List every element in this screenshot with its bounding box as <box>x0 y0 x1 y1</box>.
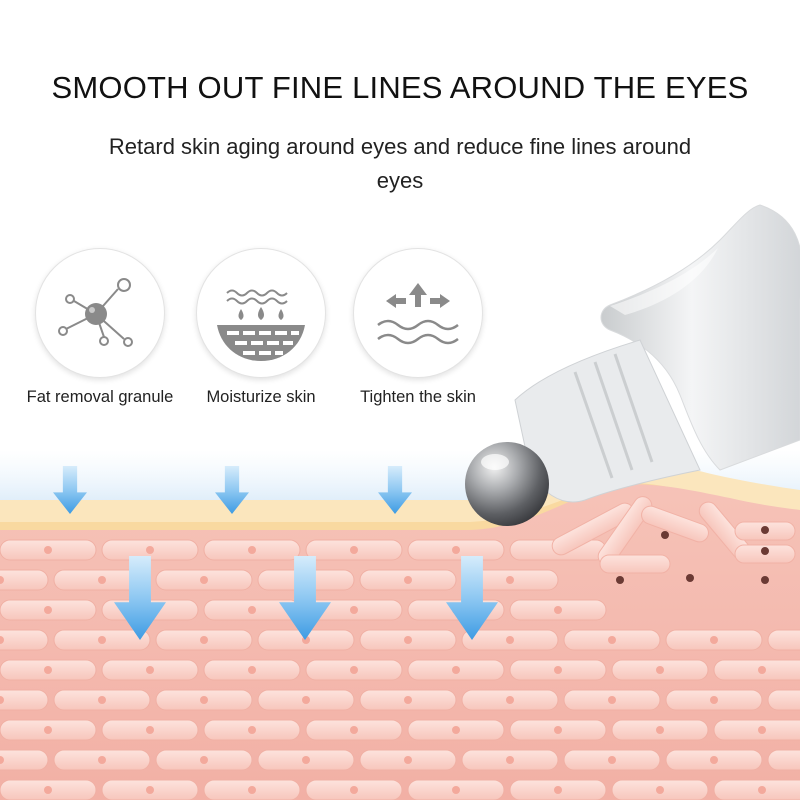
down-arrow-icon <box>279 556 331 640</box>
skin-cell <box>0 749 49 771</box>
skin-cell <box>713 779 800 800</box>
cell-nucleus <box>506 756 514 764</box>
cell-nucleus <box>146 786 154 794</box>
skin-cells <box>0 539 800 800</box>
compressed-cells <box>551 496 796 574</box>
page-subtitle: Retard skin aging around eyes and reduce… <box>108 134 692 193</box>
feature-circle <box>353 248 483 378</box>
cell-nucleus <box>608 636 616 644</box>
cell-nucleus <box>44 726 52 734</box>
feature-label: Moisturize skin <box>206 388 316 406</box>
cell-nucleus <box>608 696 616 704</box>
feature-circle <box>35 248 165 378</box>
roller-bottle <box>465 204 800 526</box>
cell-nucleus <box>404 576 412 584</box>
skin-cell <box>713 719 800 741</box>
cell-nucleus <box>98 696 106 704</box>
down-arrow-icon <box>446 556 498 640</box>
cell-nucleus <box>656 726 664 734</box>
cell-nucleus <box>248 666 256 674</box>
cell-nucleus <box>452 786 460 794</box>
water-drops-icon <box>217 289 305 361</box>
cell-nucleus <box>710 696 718 704</box>
cell-nucleus <box>506 636 514 644</box>
cell-nucleus <box>350 546 358 554</box>
down-arrow-icon <box>215 466 249 514</box>
cell-nucleus <box>98 756 106 764</box>
cell-nucleus <box>146 726 154 734</box>
cell-nucleus <box>350 666 358 674</box>
cell-nucleus <box>302 756 310 764</box>
cell-nucleus <box>554 666 562 674</box>
feature-moisturize: Moisturize skin <box>176 248 346 407</box>
cell-nucleus <box>248 546 256 554</box>
feature-label: Fat removal granule <box>26 388 174 406</box>
down-arrow-icon <box>114 556 166 640</box>
cell-nucleus <box>302 696 310 704</box>
skin-cell <box>0 689 49 711</box>
cell-nucleus <box>350 606 358 614</box>
cell-nucleus <box>248 606 256 614</box>
cell-nucleus <box>608 756 616 764</box>
cell-nucleus <box>554 786 562 794</box>
cell-nucleus <box>44 546 52 554</box>
roller-ball <box>465 442 549 526</box>
skin-cell <box>767 749 800 771</box>
cell-nucleus <box>452 666 460 674</box>
cell-nucleus <box>146 546 154 554</box>
feature-fat-removal: Fat removal granule <box>15 248 185 407</box>
cell-nucleus <box>554 726 562 734</box>
cell-nucleus <box>98 576 106 584</box>
cell-nucleus <box>452 546 460 554</box>
cell-nucleus <box>146 666 154 674</box>
cell-nucleus <box>710 636 718 644</box>
cell-nucleus <box>656 666 664 674</box>
feature-circle <box>196 248 326 378</box>
arrows <box>53 466 498 640</box>
skin-cell <box>767 689 800 711</box>
cell-nucleus <box>200 696 208 704</box>
cell-nucleus <box>656 786 664 794</box>
cell-nucleus <box>452 726 460 734</box>
skin-cell <box>713 659 800 681</box>
cell-nucleus <box>758 666 766 674</box>
cell-nucleus <box>0 576 4 584</box>
cell-nucleus <box>350 786 358 794</box>
cell-nucleus <box>350 726 358 734</box>
page-title: SMOOTH OUT FINE LINES AROUND THE EYES <box>51 70 749 105</box>
cell-nucleus <box>200 636 208 644</box>
skin-cell <box>0 629 49 651</box>
cell-nucleus <box>554 606 562 614</box>
cell-nucleus <box>44 786 52 794</box>
cell-nucleus <box>0 636 4 644</box>
cell-nucleus <box>44 666 52 674</box>
cell-nucleus <box>200 576 208 584</box>
down-arrow-icon <box>378 466 412 514</box>
cell-nucleus <box>44 606 52 614</box>
cell-nucleus <box>506 576 514 584</box>
cell-nucleus <box>404 756 412 764</box>
cell-nucleus <box>404 636 412 644</box>
cell-nucleus <box>758 786 766 794</box>
down-arrow-icon <box>53 466 87 514</box>
skin-cell <box>0 569 49 591</box>
fat-granules <box>616 526 769 584</box>
cell-nucleus <box>404 696 412 704</box>
cell-nucleus <box>98 636 106 644</box>
cell-nucleus <box>710 756 718 764</box>
skin-cell <box>767 629 800 651</box>
cell-nucleus <box>248 786 256 794</box>
feature-label: Tighten the skin <box>360 388 476 406</box>
cell-nucleus <box>248 726 256 734</box>
molecule-icon <box>58 278 133 347</box>
cell-nucleus <box>0 756 4 764</box>
cell-nucleus <box>506 696 514 704</box>
feature-tighten: Tighten the skin <box>333 248 503 407</box>
tighten-waves-icon <box>377 283 459 345</box>
cell-nucleus <box>758 726 766 734</box>
cell-nucleus <box>0 696 4 704</box>
cell-nucleus <box>200 756 208 764</box>
